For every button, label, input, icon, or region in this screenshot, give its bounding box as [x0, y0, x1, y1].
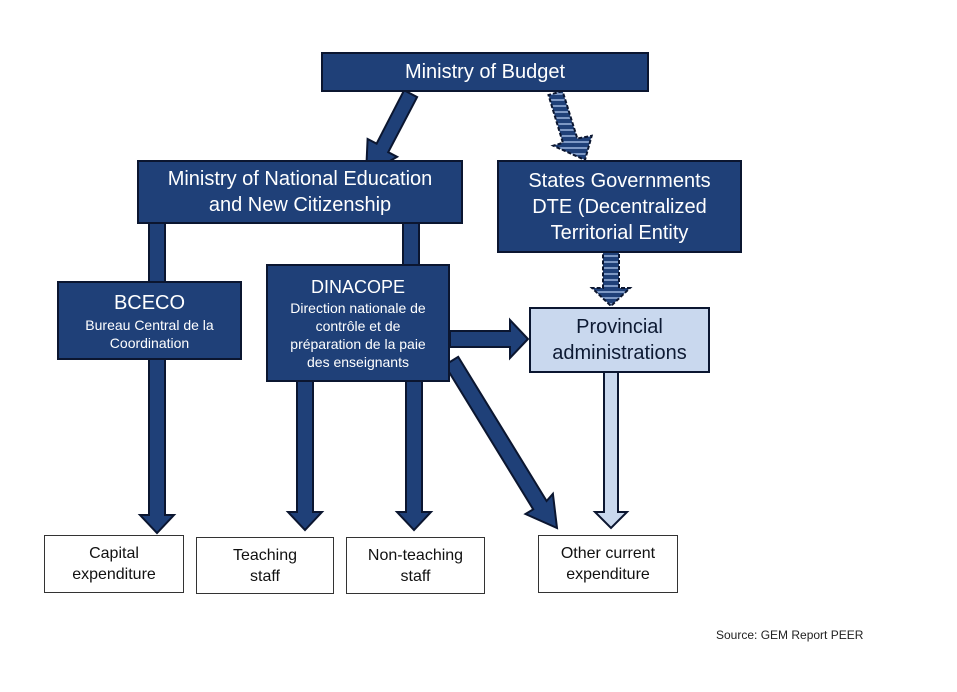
dinacope-subtitle-line-2: contrôle et de: [315, 317, 401, 334]
states-governments-box: States Governments DTE (Decentralized Te…: [497, 160, 742, 253]
teaching-staff-line-2: staff: [250, 567, 280, 585]
bceco-box: BCECO Bureau Central de la Coordination: [57, 281, 242, 360]
other-current-expenditure-box: Other current expenditure: [538, 535, 678, 593]
states-governments-line-3: Territorial Entity: [550, 221, 689, 244]
ministry-of-budget-box: Ministry of Budget: [321, 52, 649, 92]
arrow-budget-to-states: [547, 89, 594, 162]
arrow-dinacope-to-non-teaching: [394, 379, 434, 532]
other-current-expenditure-line-2: expenditure: [566, 566, 650, 583]
teaching-staff-line-1: Teaching: [232, 546, 298, 564]
provincial-administrations-box: Provincial administrations: [529, 307, 710, 373]
ministry-of-education-box: Ministry of National Education and New C…: [137, 160, 463, 224]
non-teaching-staff-box: Non-teaching staff: [346, 537, 485, 594]
connector-education-to-bceco: [148, 221, 166, 285]
ministry-of-education-line-1: Ministry of National Education: [167, 168, 433, 190]
states-governments-line-1: States Governments: [528, 169, 711, 192]
dinacope-subtitle-line-4: des enseignants: [307, 353, 409, 370]
dinacope-title: DINACOPE: [310, 276, 406, 297]
capital-expenditure-line-1: Capital: [89, 545, 139, 562]
arrow-states-to-provincial: [589, 251, 633, 308]
capital-expenditure-box: Capital expenditure: [44, 535, 184, 593]
dinacope-box: DINACOPE Direction nationale de contrôle…: [266, 264, 450, 382]
capital-expenditure-line-2: expenditure: [72, 566, 156, 583]
other-current-expenditure-line-1: Other current: [560, 545, 656, 562]
provincial-line-1: Provincial: [576, 316, 663, 338]
dinacope-subtitle-line-3: préparation de la paie: [290, 335, 426, 352]
arrow-dinacope-to-other-current: [443, 355, 559, 530]
non-teaching-staff-line-2: staff: [400, 567, 431, 585]
source-note: Source: GEM Report PEER: [716, 628, 864, 642]
arrow-dinacope-to-provincial: [449, 317, 530, 361]
bceco-subtitle-line-2: Coordination: [109, 334, 190, 351]
connector-education-to-dinacope: [402, 221, 420, 267]
bceco-title: BCECO: [113, 291, 186, 314]
arrow-bceco-to-capital: [137, 357, 177, 535]
non-teaching-staff-line-1: Non-teaching: [367, 546, 464, 564]
arrow-dinacope-to-teaching: [285, 379, 325, 532]
teaching-staff-box: Teaching staff: [196, 537, 334, 594]
states-governments-line-2: DTE (Decentralized: [532, 195, 707, 218]
bceco-subtitle-line-1: Bureau Central de la: [85, 316, 214, 333]
ministry-of-budget-label: Ministry of Budget: [404, 61, 566, 83]
dinacope-subtitle-line-1: Direction nationale de: [290, 299, 426, 316]
provincial-line-2: administrations: [552, 342, 687, 364]
arrow-provincial-to-other-current: [592, 371, 630, 530]
ministry-of-education-line-2: and New Citizenship: [208, 194, 392, 216]
